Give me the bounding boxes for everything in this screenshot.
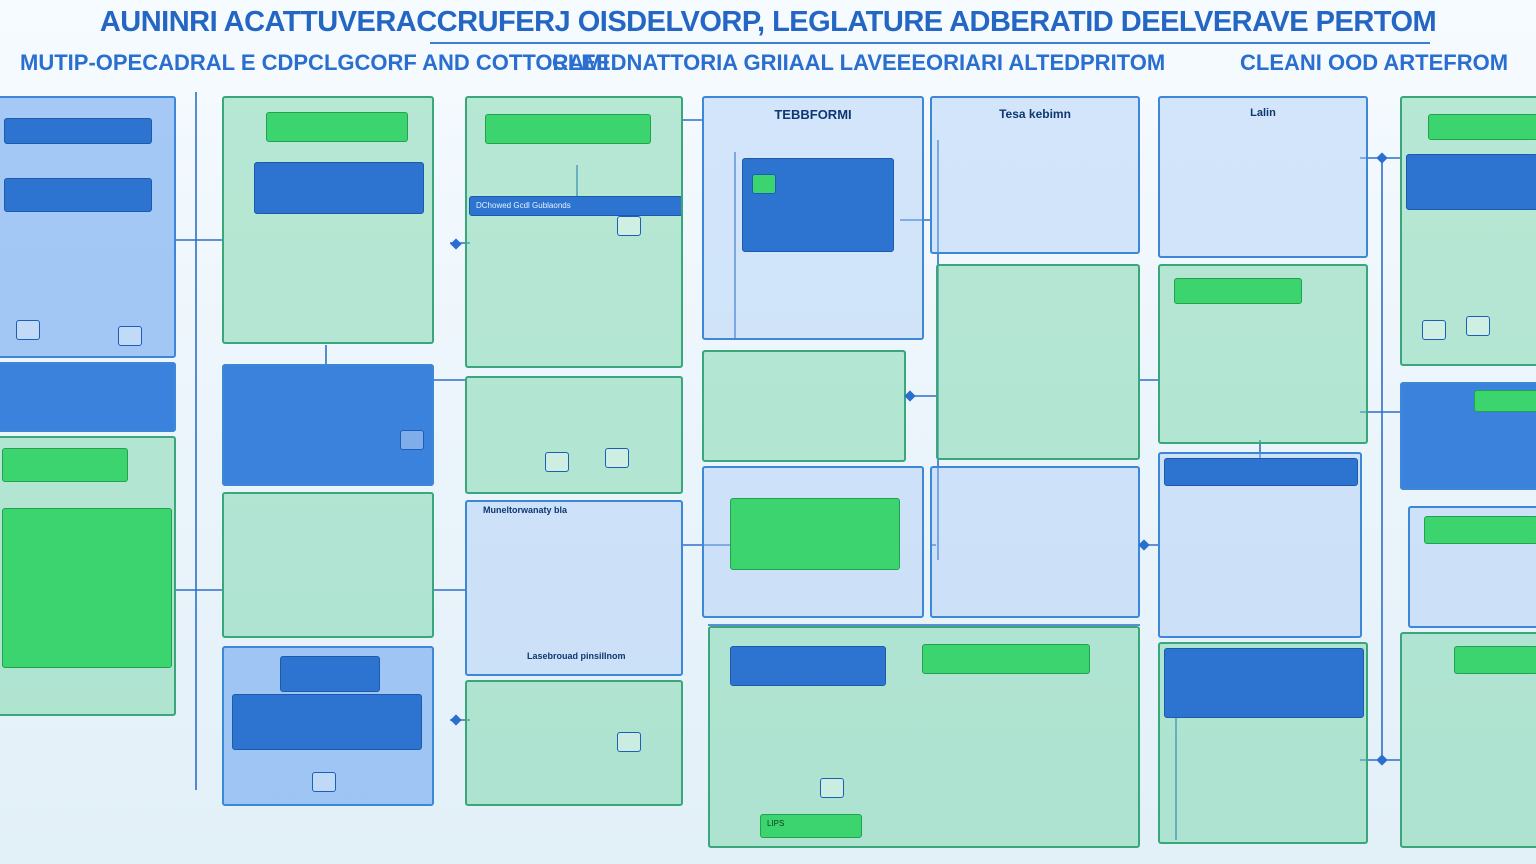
page-title: AUNINRI ACATTUVERACCRUFERJ OISDELVORP, L… (99, 6, 1437, 38)
status-tag (1454, 646, 1536, 674)
crane-icon (1466, 316, 1490, 336)
panel-header-lalin: Lalin (1250, 107, 1276, 119)
panel-right-bottom (1400, 632, 1536, 848)
info-tag (254, 162, 424, 214)
chart-icon (617, 216, 641, 236)
section-title-right: CLEANI OOD ARTEFROM (1240, 50, 1509, 75)
building-icon (617, 732, 641, 752)
panel-right-mid (1400, 382, 1536, 490)
panel-left-green (0, 436, 176, 716)
panel-right-lower (1408, 506, 1536, 628)
panel-col2-mid (222, 364, 434, 486)
status-tag (1428, 114, 1536, 140)
status-tag (922, 644, 1090, 674)
section-title-center: CLEEDNATTORIA GRIIAAL LAVEEEORIARI ALTED… (552, 50, 1166, 75)
panel-col3-lower: Muneltorwanaty bla Lasebrouad pinsillnom (465, 500, 683, 676)
lips-tag: LIPS (760, 814, 862, 838)
panel-header-tebbformi: TEBBFORMI (774, 107, 852, 122)
panel-col5-mid (936, 264, 1140, 460)
truck-icon (1422, 320, 1446, 340)
panel-header-lasebrouad: Lasebrouad pinsillnom (527, 651, 626, 661)
panel-header-lips: LIPS (767, 819, 785, 828)
info-tag (730, 646, 886, 686)
panel-header-tesa-kebinm: Tesa kebimn (999, 107, 1071, 121)
panel-col3-bottom (465, 680, 683, 806)
panel-right-top (1400, 96, 1536, 366)
section-title-left: MUTIP-OPECADRAL E CDPCLGCORF AND COTTORA… (20, 50, 609, 75)
panel-col2-bottom (222, 646, 434, 806)
info-card (742, 158, 894, 252)
factory-icon (312, 772, 336, 792)
panel-bottom-wide: LIPS (708, 626, 1140, 848)
status-tag (1474, 390, 1536, 412)
panel-header-doshowed: DChowed Gcdl Gublaonds (476, 201, 571, 210)
status-tag (266, 112, 408, 142)
section-header: DChowed Gcdl Gublaonds (469, 196, 681, 216)
cup-icon (118, 326, 142, 346)
machine-icon (16, 320, 40, 340)
panel-col3-mid (465, 376, 683, 494)
info-tag (1164, 648, 1364, 718)
panel-col5-lower (930, 466, 1140, 618)
stack-icon (605, 448, 629, 468)
status-tag (1174, 278, 1302, 304)
status-tag (1424, 516, 1536, 544)
title-underline (430, 42, 1430, 44)
tower-icon (820, 778, 844, 798)
info-tag (280, 656, 380, 692)
ship-icon (545, 452, 569, 472)
panel-col6-bottom (1158, 642, 1368, 844)
panel-left-top (0, 96, 176, 358)
panel-col6-lower (1158, 452, 1362, 638)
panel-left-blue (0, 362, 176, 432)
panel-header-muneltorn: Muneltorwanaty bla (483, 505, 568, 515)
status-tag (2, 448, 128, 482)
info-tag (1164, 458, 1358, 486)
gear-icon (400, 430, 424, 450)
panel-col5-top: Tesa kebimn (930, 96, 1140, 254)
status-block (730, 498, 900, 570)
panel-col6-top: Lalin (1158, 96, 1368, 258)
info-tag (232, 694, 422, 750)
status-block (2, 508, 172, 668)
leaf-icon (752, 174, 776, 194)
panel-col3-top: DChowed Gcdl Gublaonds (465, 96, 683, 368)
panel-col4-lower (702, 466, 924, 618)
panel-col2-top (222, 96, 434, 344)
info-tag (4, 178, 152, 212)
panel-col6-mid (1158, 264, 1368, 444)
info-tag (4, 118, 152, 144)
panel-col4-mid (702, 350, 906, 462)
panel-col2-lower (222, 492, 434, 638)
panel-col4-top: TEBBFORMI (702, 96, 924, 340)
info-tag (1406, 154, 1536, 210)
status-tag (485, 114, 651, 144)
